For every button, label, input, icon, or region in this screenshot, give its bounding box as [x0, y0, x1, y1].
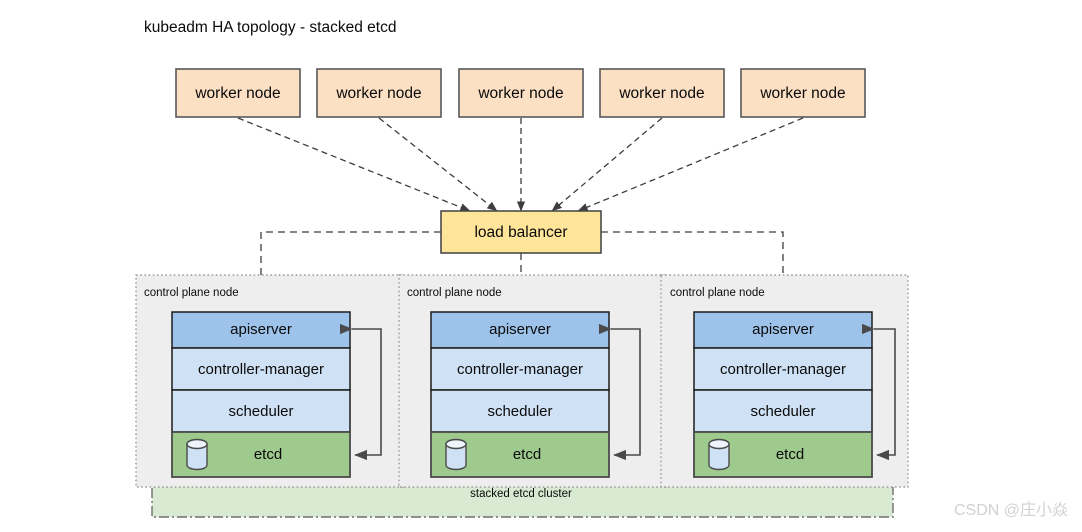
database-cylinder-icon	[708, 438, 730, 471]
database-cylinder-icon	[445, 438, 467, 471]
worker-node-label: worker node	[477, 85, 563, 102]
controller-manager-box[interactable]	[171, 347, 351, 391]
load-balancer-box[interactable]	[440, 210, 602, 254]
worker-node-box[interactable]	[175, 68, 301, 118]
worker-node-label: worker node	[618, 85, 704, 102]
control-plane-caption: control plane node	[144, 287, 239, 299]
control-plane-caption: control plane node	[407, 287, 502, 299]
control-plane-node-3[interactable]: control plane node apiserver controller-…	[660, 274, 909, 488]
worker-node-label: worker node	[335, 85, 421, 102]
worker-node-4[interactable]: worker node	[599, 68, 725, 118]
load-balancer-label: load balancer	[474, 224, 567, 241]
connector-loadbalancer-controlplane-3	[601, 231, 784, 312]
stacked-etcd-cluster-label: stacked etcd cluster	[470, 488, 572, 500]
scheduler-box[interactable]	[693, 389, 873, 433]
etcd-label: etcd	[776, 446, 804, 463]
watermark-text: CSDN @庄小焱	[954, 501, 1068, 519]
connector-apiserver-etcd	[340, 323, 382, 461]
etcd-label: etcd	[513, 446, 541, 463]
controller-manager-box[interactable]	[430, 347, 610, 391]
connector-apiserver-etcd	[862, 323, 896, 461]
controller-manager-box[interactable]	[693, 347, 873, 391]
control-plane-node-2[interactable]: control plane node apiserver controller-…	[398, 274, 667, 488]
worker-node-5[interactable]: worker node	[740, 68, 866, 118]
connector-worker5-loadbalancer	[577, 117, 804, 212]
scheduler-label: scheduler	[750, 403, 815, 420]
connector-worker2-loadbalancer	[378, 117, 498, 212]
worker-node-box[interactable]	[740, 68, 866, 118]
control-plane-node-1[interactable]: control plane node apiserver controller-…	[135, 274, 404, 488]
control-plane-caption: control plane node	[670, 287, 765, 299]
scheduler-label: scheduler	[228, 403, 293, 420]
apiserver-label: apiserver	[752, 321, 814, 338]
worker-node-label: worker node	[759, 85, 845, 102]
connector-apiserver-etcd	[599, 323, 641, 461]
controller-manager-label: controller-manager	[457, 361, 583, 378]
apiserver-box[interactable]	[693, 311, 873, 349]
worker-node-box[interactable]	[458, 68, 584, 118]
worker-node-row: worker node worker node worker node work…	[175, 68, 866, 118]
load-balancer-node[interactable]: load balancer	[440, 210, 602, 254]
controller-manager-label: controller-manager	[198, 361, 324, 378]
scheduler-box[interactable]	[430, 389, 610, 433]
worker-node-label: worker node	[194, 85, 280, 102]
worker-node-box[interactable]	[599, 68, 725, 118]
database-cylinder-icon	[186, 438, 208, 471]
scheduler-label: scheduler	[487, 403, 552, 420]
worker-node-box[interactable]	[316, 68, 442, 118]
apiserver-label: apiserver	[489, 321, 551, 338]
connector-worker1-loadbalancer	[237, 117, 471, 212]
connector-worker4-loadbalancer	[551, 117, 663, 212]
worker-node-3[interactable]: worker node	[458, 68, 584, 118]
worker-node-2[interactable]: worker node	[316, 68, 442, 118]
apiserver-label: apiserver	[230, 321, 292, 338]
worker-to-loadbalancer-connectors	[237, 117, 804, 212]
worker-node-1[interactable]: worker node	[175, 68, 301, 118]
controller-manager-label: controller-manager	[720, 361, 846, 378]
page-title: kubeadm HA topology - stacked etcd	[144, 19, 396, 36]
etcd-label: etcd	[254, 446, 282, 463]
